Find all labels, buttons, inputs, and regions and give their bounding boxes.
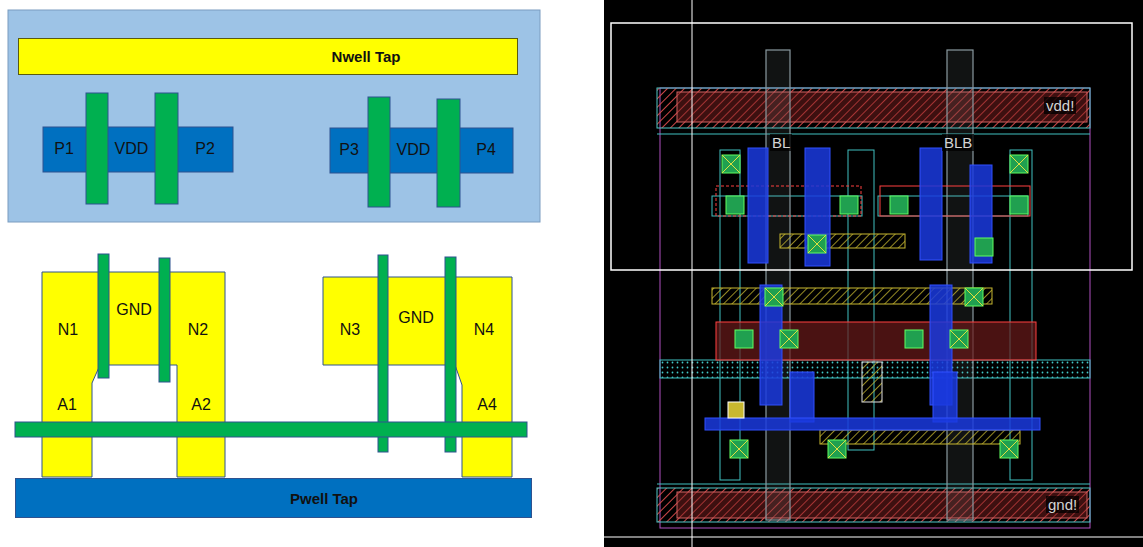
cell-boundary xyxy=(660,88,1090,528)
poly-gate xyxy=(368,97,390,207)
node-text: N1 xyxy=(58,321,78,339)
node-text: A1 xyxy=(57,396,77,414)
layout-screenshot xyxy=(604,0,1143,547)
poly-gate xyxy=(86,93,108,204)
pwell-tap: Pwell Tap xyxy=(15,478,532,518)
poly-layer xyxy=(780,234,905,248)
p-diffusion-label: P1 VDD P2 xyxy=(43,127,233,172)
node-text: Nwell Tap xyxy=(332,48,401,65)
gnd-rail-metal xyxy=(677,492,1087,518)
node-text: GND xyxy=(398,309,434,327)
poly-gate xyxy=(159,258,170,382)
diffusion xyxy=(716,186,861,216)
node-text: P2 xyxy=(195,140,215,158)
n-diffusion-label: N3 GND N4A4 xyxy=(323,277,512,477)
via xyxy=(862,362,882,402)
node-text: VDD xyxy=(115,140,149,158)
bitline-label: BLB xyxy=(942,134,974,151)
node-text: A4 xyxy=(477,396,497,414)
poly-gate xyxy=(155,93,178,204)
node-text: P4 xyxy=(476,141,496,159)
p-diffusion xyxy=(43,127,233,172)
node-text: P3 xyxy=(339,141,359,159)
rail-edge xyxy=(657,134,1090,135)
metal1 xyxy=(705,148,1040,430)
rail-label: gnd! xyxy=(1046,496,1079,513)
vdd-rail xyxy=(657,88,1090,128)
node-text: N4 xyxy=(474,321,494,339)
poly-bar xyxy=(15,422,527,437)
gnd-rail xyxy=(657,488,1090,522)
p-diffusion xyxy=(330,128,513,173)
node-text: VDD xyxy=(397,141,431,159)
poly-gate xyxy=(98,254,109,378)
nwell-region xyxy=(8,10,540,222)
schematic-layout xyxy=(8,10,540,477)
layout-background xyxy=(604,0,1143,547)
bitline-label: BL xyxy=(770,134,792,151)
rail-edge xyxy=(657,484,1090,485)
p-diffusion-label: P3 VDD P4 xyxy=(330,128,513,173)
nwell-tap: Nwell Tap xyxy=(18,38,518,75)
contact-array xyxy=(722,155,1028,458)
n-diffusion xyxy=(323,277,512,477)
n-diffusion xyxy=(42,272,225,477)
cursor-line xyxy=(692,0,693,547)
diffusion xyxy=(880,186,1030,216)
poly-gate xyxy=(437,99,460,207)
node-text: Pwell Tap xyxy=(290,490,358,507)
node-text: GND xyxy=(116,301,152,319)
poly-layer xyxy=(820,430,1020,444)
node-text: A2 xyxy=(191,396,211,414)
n-diffusion-label: N1 GND N2A1 A2 xyxy=(42,272,225,477)
cursor-line xyxy=(604,537,1143,538)
selection-box xyxy=(611,23,1132,270)
node-text: P1 xyxy=(54,140,74,158)
node-text: N3 xyxy=(340,321,360,339)
rail-label: vdd! xyxy=(1044,97,1076,114)
vdd-rail-metal xyxy=(677,92,1087,122)
node-text: N2 xyxy=(188,321,208,339)
